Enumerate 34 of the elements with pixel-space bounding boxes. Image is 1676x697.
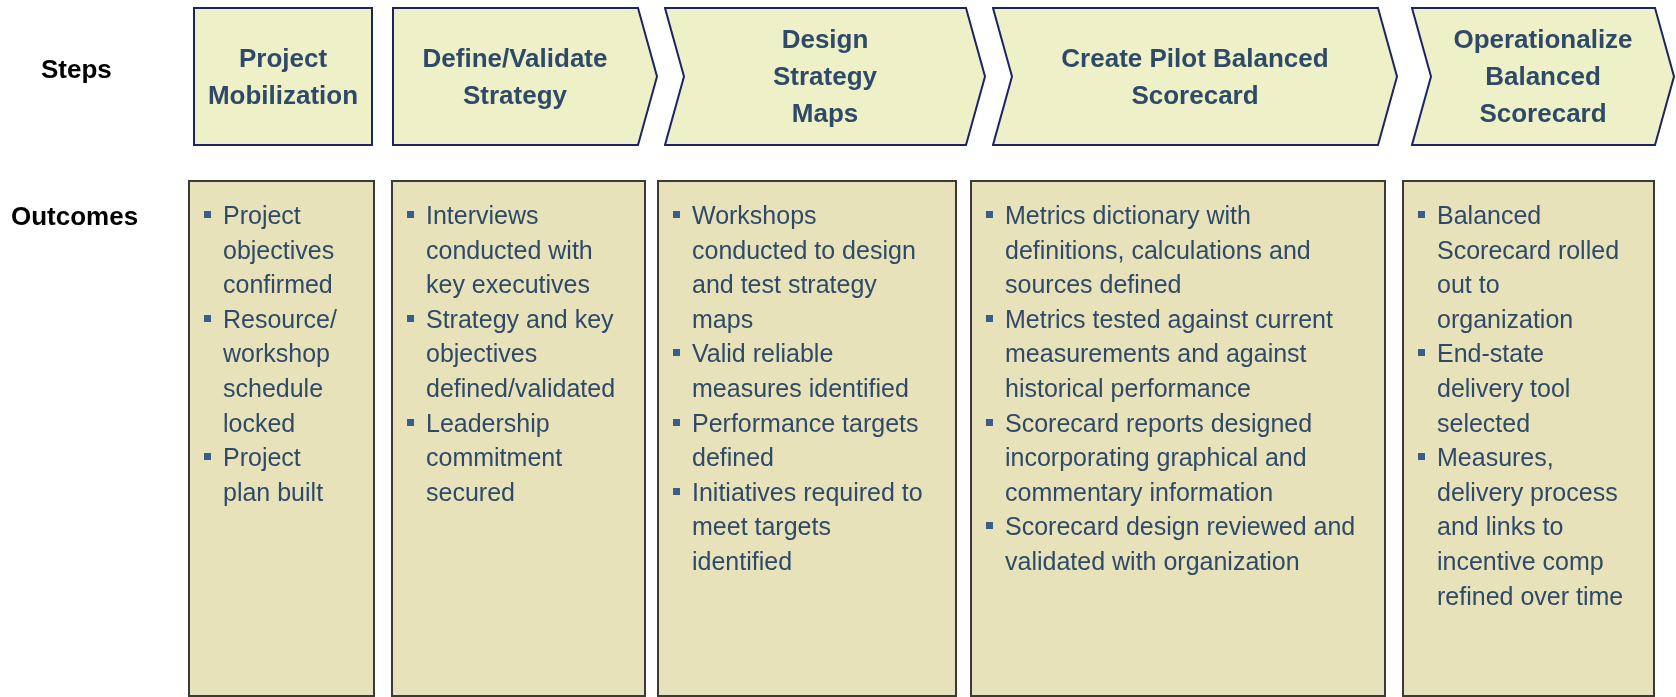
bullet-item: Scorecard design reviewed and validated with organization: [986, 509, 1371, 579]
step-box: [1411, 7, 1675, 146]
bullet-item: Project plan built: [204, 440, 351, 510]
outcome-panel: [1402, 180, 1655, 697]
bullet-item: Strategy and key objectives defined/validated: [407, 301, 634, 406]
outcome-panel: [657, 180, 957, 697]
row-label: Outcomes: [11, 201, 139, 232]
step-box: [992, 7, 1398, 146]
row-label: Steps: [41, 54, 112, 85]
outcome-panel: [970, 180, 1386, 697]
bullet-item: Valid reliable measures identified: [673, 336, 935, 406]
step-title: Create Pilot Balanced Scorecard: [1060, 41, 1330, 112]
step-box: [392, 7, 658, 146]
bullet-item: Scorecard reports designed incorporating graphical and commentary information: [986, 405, 1371, 510]
bullet-item: Metrics dictionary with definitions, calculations and sources defined: [986, 198, 1371, 302]
bullet-item: Workshops conducted to design and test strategy maps: [673, 198, 935, 337]
outcome-panel: [391, 180, 646, 697]
bullet-item: Resource/ workshop schedule locked: [204, 301, 351, 441]
bullet-item: Balanced Scorecard rolled out to organization: [1418, 198, 1637, 337]
bullet-item: Measures, delivery process and links to incentive comp refined over time: [1418, 440, 1637, 614]
bullet-item: Project objectives confirmed: [204, 198, 351, 302]
step-title: Design Strategy Maps: [771, 23, 878, 130]
bullet-item: Initiatives required to meet targets identified: [673, 474, 935, 579]
outcome-panel: [188, 180, 375, 697]
step-box: [193, 7, 373, 146]
bullet-item: Leadership commitment secured: [407, 405, 634, 510]
step-box: [664, 7, 986, 146]
bullet-item: Metrics tested against current measurements and against historical performance: [986, 301, 1371, 406]
step-title: Project Mobilization: [206, 41, 360, 112]
step-title: Operationalize Balanced Scorecard: [1452, 23, 1634, 130]
bullet-item: Interviews conducted with key executives: [407, 198, 634, 302]
bullet-item: End-state delivery tool selected: [1418, 336, 1637, 441]
bullet-item: Performance targets defined: [673, 405, 935, 475]
step-title: Define/Validate Strategy: [421, 41, 609, 112]
